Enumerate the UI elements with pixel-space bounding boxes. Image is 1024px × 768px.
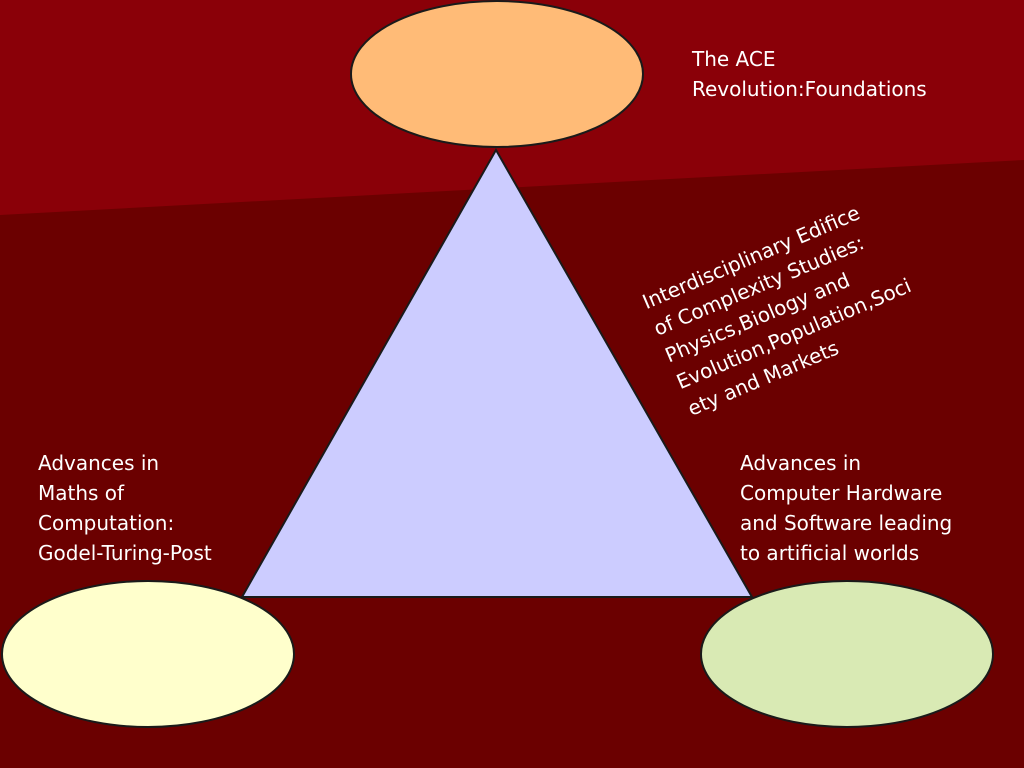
left-ellipse-node [1,580,295,728]
center-triangle [240,147,754,598]
top-node-label: The ACE Revolution:Foundations [692,47,927,101]
left-node-label: Advances in Maths of Computation: Godel-… [38,451,212,565]
right-ellipse-node [700,580,994,728]
right-node-label: Advances in Computer Hardware and Softwa… [740,451,953,565]
top-ellipse-node [350,0,644,148]
